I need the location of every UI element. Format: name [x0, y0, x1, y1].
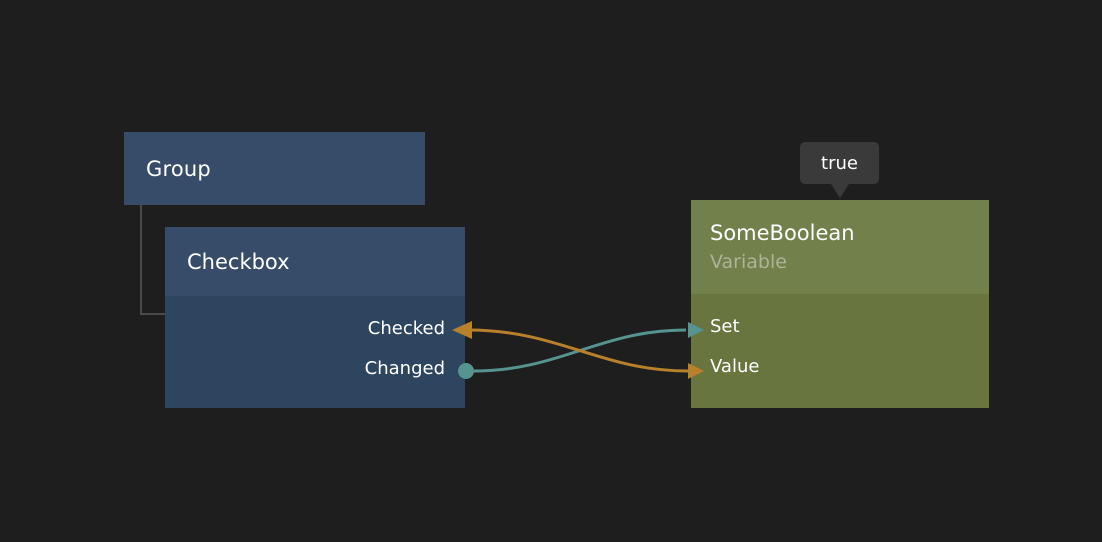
group-node-title: Group — [146, 156, 211, 181]
checkbox-node[interactable]: Checkbox Checked Changed — [165, 227, 465, 408]
checkbox-node-header: Checkbox — [165, 227, 465, 296]
port-checked-label[interactable]: Checked — [367, 318, 445, 339]
variable-node[interactable]: SomeBoolean Variable Set Value — [691, 200, 989, 408]
variable-node-header: SomeBoolean Variable — [691, 200, 989, 294]
value-tooltip-tail-icon — [830, 184, 849, 198]
group-node[interactable]: Group — [124, 132, 425, 205]
value-tooltip: true — [800, 142, 879, 198]
variable-node-subtitle: Variable — [710, 251, 787, 273]
variable-node-body: Set Value — [691, 294, 989, 408]
port-value-label[interactable]: Value — [710, 356, 760, 377]
group-child-bracket — [140, 205, 172, 315]
checkbox-node-title: Checkbox — [187, 249, 290, 274]
variable-node-title: SomeBoolean — [710, 221, 855, 245]
edge-changed-to-set-path — [473, 328, 687, 373]
checkbox-node-body: Checked Changed — [165, 296, 465, 408]
value-tooltip-text: true — [821, 152, 858, 174]
port-set-label[interactable]: Set — [710, 316, 740, 337]
edge-value-to-checked-path — [467, 328, 689, 373]
port-changed-label[interactable]: Changed — [364, 358, 445, 379]
